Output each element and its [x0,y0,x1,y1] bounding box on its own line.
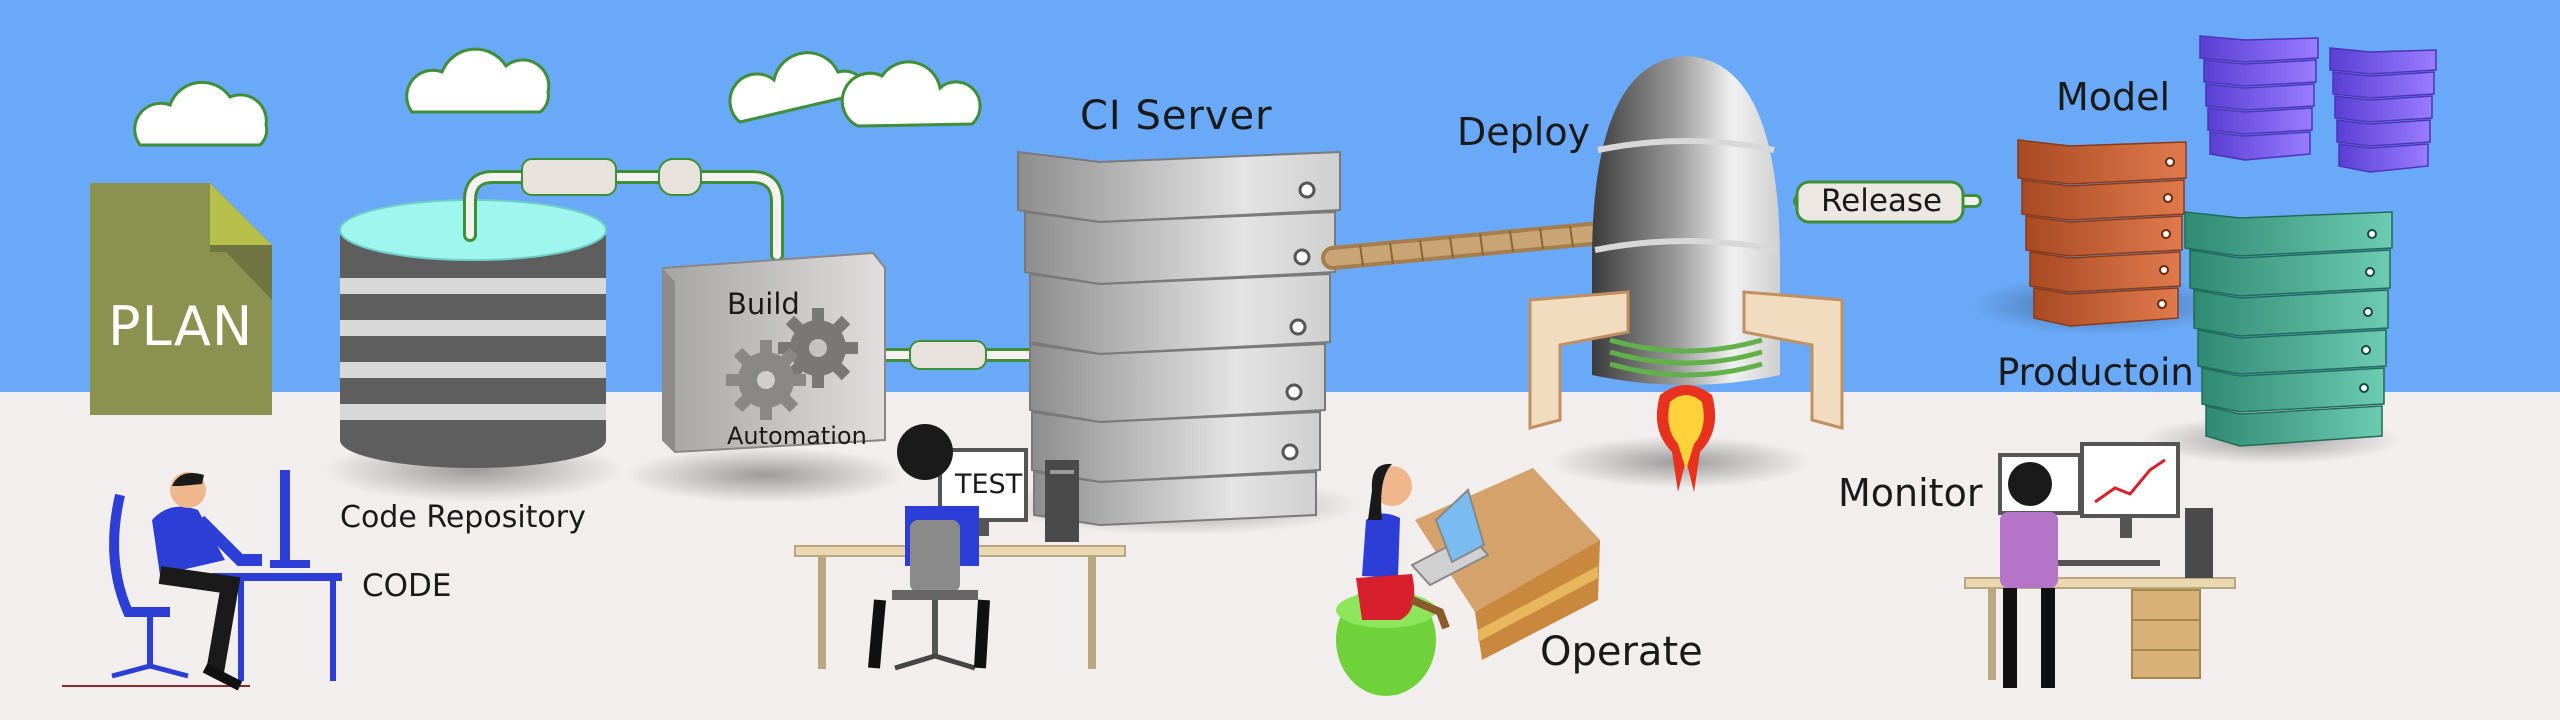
database-icon [323,199,623,502]
cloud-icon [133,80,269,147]
monitor-label: Monitor [1838,471,1983,515]
build-label: Build [727,287,800,321]
code-repository-label: Code Repository [340,500,586,535]
server-rack-icon [2140,211,2400,464]
release-label: Release [1821,183,1943,219]
gear-icon [778,308,858,388]
model-label: Model [2056,75,2171,119]
monitor-person-icon [1964,442,2236,688]
release-tag [1795,180,1965,224]
plan-label: PLAN [108,295,254,358]
code-label: CODE [362,568,452,604]
pipe-joint [909,340,987,370]
production-label: Productoin [1997,351,2194,394]
tester-icon [794,424,1126,671]
pipe-joint [521,158,617,196]
ci-server-label: CI Server [1080,93,1273,139]
automation-label: Automation [727,422,867,450]
gear-icon [726,340,806,420]
server-rack-icon [1970,139,2230,335]
document-icon [90,183,272,415]
operate-label: Operate [1540,629,1703,675]
cloud-icon [728,51,982,128]
developer-icon [62,470,342,691]
operator-icon [1336,463,1600,696]
build-box [625,251,905,503]
pipe-joint [658,158,702,196]
cloud-icon [405,47,551,114]
deploy-label: Deploy [1457,110,1591,154]
test-label: TEST [955,469,1023,500]
deploy-rope [1321,220,1624,270]
server-rack-icon [1000,150,1360,535]
rocket-icon [1528,56,1844,492]
server-rack-icon [2199,35,2437,173]
